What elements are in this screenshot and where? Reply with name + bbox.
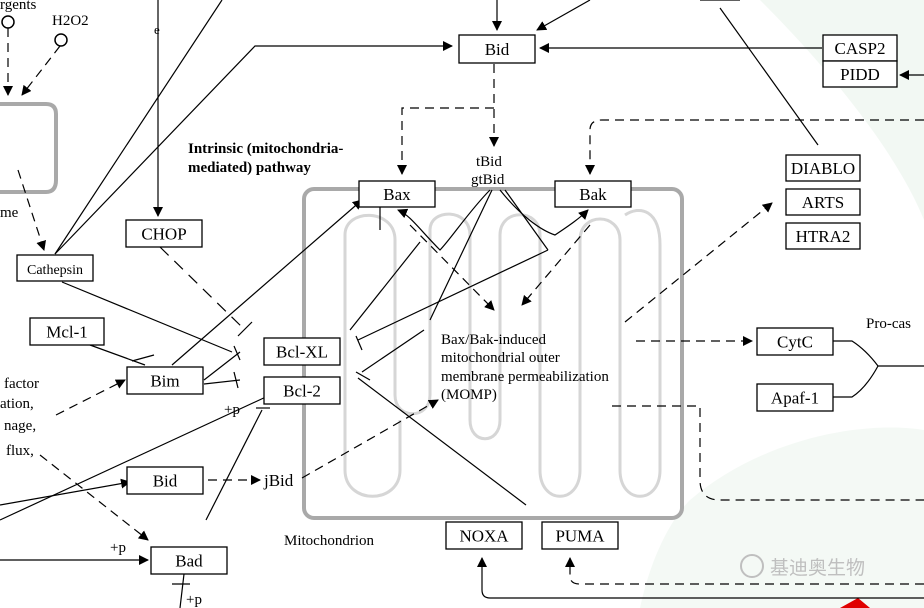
- node-box: [756, 327, 834, 356]
- phospho-bad-bottom-label: +p: [186, 592, 202, 608]
- node-box: [822, 34, 898, 62]
- phospho-bad-left-label: +p: [110, 540, 126, 556]
- mitochondrion-label: Mitochondrion: [284, 533, 374, 549]
- node-box: [785, 188, 861, 216]
- node-label: Bax: [383, 185, 411, 204]
- node-label: CHOP: [141, 225, 186, 244]
- me-label: me: [0, 205, 19, 221]
- factor-label-line2: ation,: [0, 396, 34, 412]
- node-label: DIABLO: [791, 159, 855, 178]
- node-apaf1: Apaf-1: [756, 383, 834, 412]
- node-box: [822, 60, 898, 88]
- node-mcl1: Mcl-1: [29, 317, 105, 346]
- node-label: Bcl-XL: [276, 343, 328, 362]
- left-compartment-box: [0, 102, 58, 194]
- node-box: [358, 180, 436, 208]
- node-htra2: HTRA2: [785, 222, 861, 250]
- node-label: Bak: [579, 185, 607, 204]
- node-bim: Bim: [126, 366, 204, 395]
- node-cytc: CytC: [756, 327, 834, 356]
- node-noxa: NOXA: [445, 521, 523, 550]
- node-box: [541, 521, 619, 550]
- pro-caspase-label: Pro-cas: [866, 316, 911, 332]
- tbid-label: tBid: [476, 154, 502, 170]
- node-label: PIDD: [840, 65, 880, 84]
- factor-label-line3: nage,: [4, 418, 36, 434]
- node-label: NOXA: [459, 527, 509, 546]
- node-label: Bid: [485, 40, 510, 59]
- h2o2-label: H2O2: [52, 13, 89, 29]
- agents-node: [1, 15, 15, 29]
- node-chop: CHOP: [125, 219, 203, 248]
- jbid-label: jBid: [263, 471, 294, 490]
- node-label: Bad: [175, 552, 203, 571]
- intrinsic-pathway-label-line1: Intrinsic (mitochondria-: [188, 141, 343, 157]
- node-cathepsin: Cathepsin: [16, 254, 94, 282]
- h2o2-node: [54, 33, 68, 47]
- node-bid-top: Bid: [458, 34, 536, 64]
- node-box: [785, 222, 861, 250]
- momp-label-line2: mitochondrial outer: [441, 350, 560, 366]
- watermark-logo-icon: [740, 554, 764, 578]
- node-box: [16, 254, 94, 282]
- node-pidd: PIDD: [822, 60, 898, 88]
- intrinsic-pathway-label-line2: mediated) pathway: [188, 160, 311, 176]
- node-box: [125, 219, 203, 248]
- node-label: Cathepsin: [27, 263, 83, 278]
- node-box: [29, 317, 105, 346]
- factor-label-line4: flux,: [6, 443, 34, 459]
- node-label: Bim: [150, 372, 179, 391]
- agents-label: rgents: [0, 0, 37, 13]
- node-puma: PUMA: [541, 521, 619, 550]
- node-box: [263, 376, 341, 405]
- momp-label-line1: Bax/Bak-induced: [441, 332, 546, 348]
- node-box: [126, 366, 204, 395]
- node-label: ARTS: [802, 193, 844, 212]
- watermark: 基迪奥生物: [740, 554, 865, 579]
- node-bak: Bak: [554, 180, 632, 208]
- node-box: [554, 180, 632, 208]
- node-label: CASP2: [834, 39, 885, 58]
- node-box: [458, 34, 536, 64]
- node-bad: Bad: [150, 546, 228, 575]
- watermark-text: 基迪奥生物: [770, 557, 865, 579]
- node-box: [263, 337, 341, 366]
- node-box: [756, 383, 834, 412]
- node-label: Bid: [153, 472, 178, 491]
- momp-label-line3: membrane permeabilization: [441, 369, 609, 385]
- node-arts: ARTS: [785, 188, 861, 216]
- node-label: CytC: [777, 333, 813, 352]
- node-label: Mcl-1: [46, 323, 88, 342]
- node-label: Apaf-1: [771, 389, 819, 408]
- node-diablo: DIABLO: [785, 154, 861, 182]
- node-bax: Bax: [358, 180, 436, 208]
- node-box: [445, 521, 523, 550]
- node-bid-bottom: Bid: [126, 466, 204, 495]
- node-bcl2: Bcl-2: [263, 376, 341, 405]
- e-mark-label: e: [154, 22, 160, 37]
- factor-label-line1: factor: [4, 376, 39, 392]
- momp-label-line4: (MOMP): [441, 387, 497, 403]
- node-label: PUMA: [555, 527, 605, 546]
- phospho-bcl2-label: +p: [224, 402, 240, 418]
- node-box: [150, 546, 228, 575]
- node-box: [126, 466, 204, 495]
- node-casp2: CASP2: [822, 34, 898, 62]
- node-label: Bcl-2: [283, 382, 321, 401]
- node-label: HTRA2: [796, 227, 851, 246]
- gtbid-label: gtBid: [471, 172, 505, 188]
- node-bclxl: Bcl-XL: [263, 337, 341, 366]
- node-box: [785, 154, 861, 182]
